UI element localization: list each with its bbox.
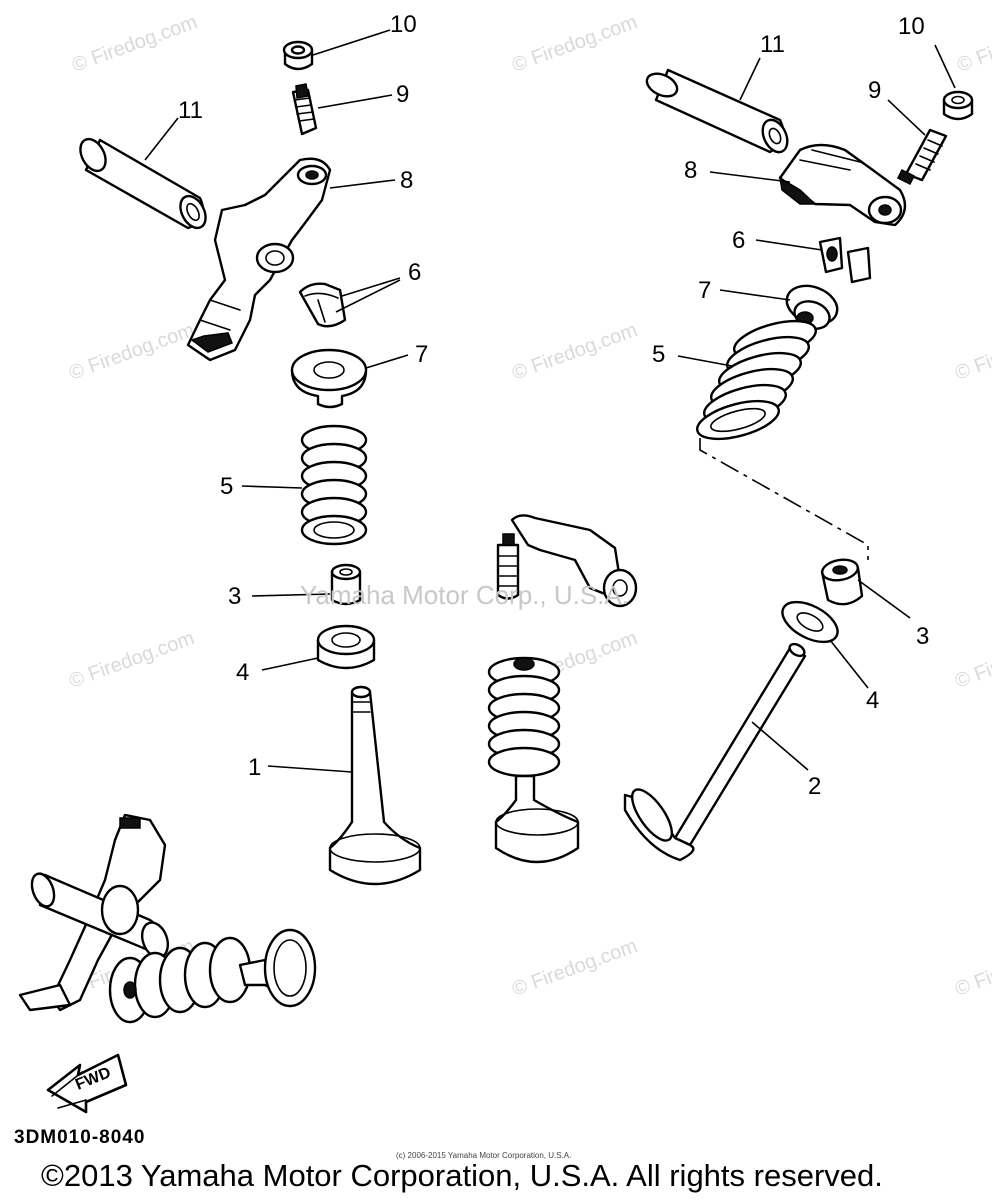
callout-4-right: 4 [866, 687, 879, 714]
fwd-arrow: FWD [46, 1053, 128, 1114]
part-valve-spring-right[interactable] [693, 314, 819, 447]
part-adjusting-screw-right[interactable] [896, 128, 948, 186]
part-spring-seat-left[interactable] [316, 624, 376, 670]
part-stem-seal-left[interactable] [330, 563, 362, 606]
callout-7-right: 7 [698, 277, 711, 304]
part-spring-retainer-left[interactable] [290, 348, 368, 409]
callout-9-right: 9 [868, 77, 881, 104]
callout-7-left: 7 [415, 341, 428, 368]
callout-3-left: 3 [228, 583, 241, 610]
watermark-text: © Firedog.com [66, 627, 197, 693]
callout-3-right: 3 [916, 623, 929, 650]
callout-11-right: 11 [760, 31, 785, 58]
watermark-text: © Firedog.com [952, 319, 992, 385]
callout-6-left: 6 [408, 259, 421, 286]
part-adjusting-screw-left[interactable] [291, 83, 318, 136]
part-rocker-shaft-right[interactable] [643, 68, 792, 156]
part-stem-seal-right[interactable] [820, 557, 864, 606]
part-exhaust-valve[interactable] [623, 642, 807, 862]
callout-8-right: 8 [684, 157, 697, 184]
small-copyright: (c) 2006-2015 Yamaha Motor Corporation, … [396, 1151, 571, 1160]
assembled-valve-center [487, 656, 580, 864]
callout-6-right: 6 [732, 227, 745, 254]
part-intake-valve[interactable] [328, 685, 422, 886]
callout-10-right: 10 [898, 13, 925, 40]
callouts: 10 9 11 8 6 7 5 3 4 1 11 10 9 8 6 7 5 3 … [178, 11, 929, 800]
part-collets-left[interactable] [298, 282, 347, 328]
leader-lines [144, 29, 956, 773]
callout-5-right: 5 [652, 341, 665, 368]
callout-4-left: 4 [236, 659, 249, 686]
callout-2: 2 [808, 773, 821, 800]
part-nut-left[interactable] [282, 40, 314, 71]
watermark-text: © Firedog.com [952, 935, 992, 1001]
callout-8-left: 8 [400, 167, 413, 194]
main-copyright: ©2013 Yamaha Motor Corporation, U.S.A. A… [41, 1158, 883, 1193]
center-watermark: Yamaha Motor Corp., U.S.A. [300, 580, 629, 610]
alignment-line [699, 438, 869, 560]
assembled-view-lower-left [18, 813, 317, 1024]
watermark-text: © Firedog.com [952, 627, 992, 693]
part-collets-right[interactable] [818, 236, 872, 284]
watermark-text: © Firedog.com [509, 11, 640, 77]
part-rocker-arm-right[interactable] [778, 143, 907, 227]
callout-9-left: 9 [396, 81, 409, 108]
watermark-text: © Firedog.com [509, 935, 640, 1001]
part-rocker-shaft-left[interactable] [75, 135, 210, 232]
diagram-code: 3DM010-8040 [14, 1127, 145, 1148]
watermark-text: © Firedog.com [954, 11, 992, 77]
watermark-text: © Firedog.com [509, 319, 640, 385]
part-rocker-arm-left[interactable] [186, 157, 332, 362]
part-nut-right[interactable] [942, 90, 974, 121]
callout-10-left: 10 [390, 11, 417, 38]
callout-1: 1 [248, 754, 261, 781]
callout-11-left: 11 [178, 97, 203, 124]
part-valve-spring-left[interactable] [300, 424, 368, 546]
assembled-rocker-center [496, 514, 638, 608]
part-spring-seat-right[interactable] [776, 594, 844, 650]
watermark-text: © Firedog.com [66, 319, 197, 385]
callout-5-left: 5 [220, 473, 233, 500]
watermark-text: © Firedog.com [69, 11, 200, 77]
